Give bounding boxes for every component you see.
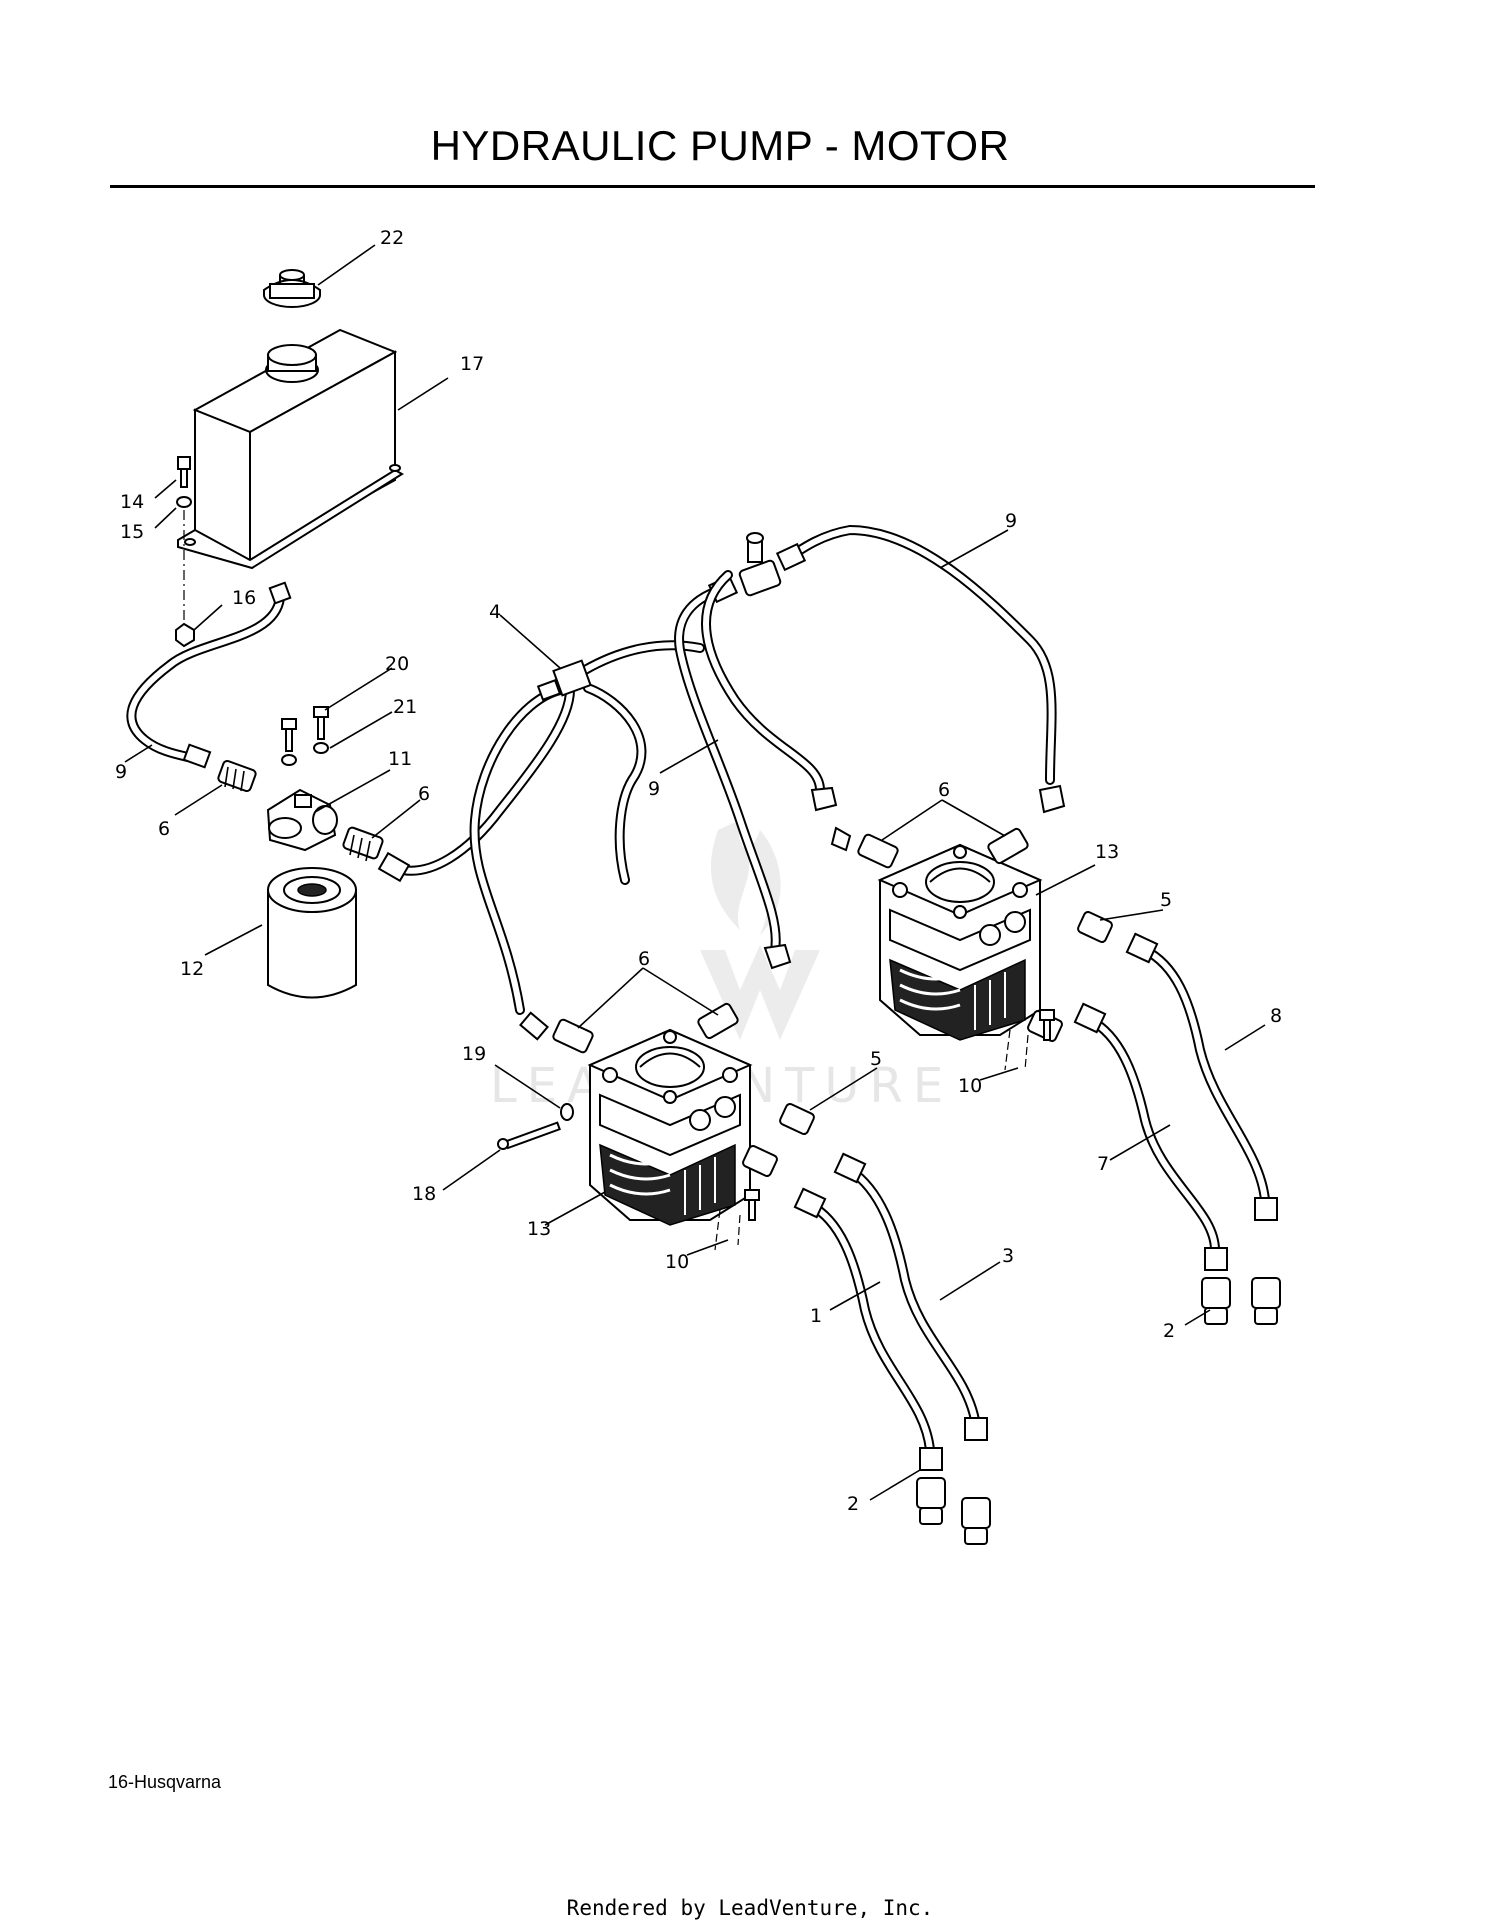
callout-6-right-pump: 6 xyxy=(938,779,950,801)
callout-8: 8 xyxy=(1270,1005,1282,1027)
callout-17: 17 xyxy=(460,353,484,375)
callout-labels: 22 17 14 15 16 9 6 20 21 11 6 12 4 9 9 6… xyxy=(115,227,1282,1515)
fitting-filter-outlet xyxy=(342,826,384,862)
reservoir-cap xyxy=(263,269,321,308)
hose-upper-right xyxy=(701,525,1066,814)
callout-5-left: 5 xyxy=(870,1048,882,1070)
callout-1: 1 xyxy=(810,1305,822,1327)
fittings-right-pump xyxy=(830,826,1029,869)
callout-5-right: 5 xyxy=(1160,889,1172,911)
title-rule xyxy=(110,185,1315,188)
callout-2-right: 2 xyxy=(1163,1320,1175,1342)
callout-21: 21 xyxy=(393,696,417,718)
callout-6-filter-in: 6 xyxy=(158,818,170,840)
bolt-right-pump xyxy=(1004,1009,1055,1071)
callout-18: 18 xyxy=(412,1183,436,1205)
callout-11: 11 xyxy=(388,748,412,770)
page-number-label: 16-Husqvarna xyxy=(108,1772,222,1792)
hose-filter-supply xyxy=(126,581,292,769)
end-fittings-right xyxy=(1201,1277,1281,1325)
elbow-fittings-left xyxy=(742,1103,815,1177)
filter-mount-bolts xyxy=(281,706,329,766)
callout-4: 4 xyxy=(489,601,501,623)
callout-10-right: 10 xyxy=(958,1075,982,1097)
callout-16: 16 xyxy=(232,587,256,609)
leader-lines xyxy=(124,244,1266,1501)
end-fittings-left xyxy=(916,1477,991,1545)
callout-7: 7 xyxy=(1097,1153,1109,1175)
hydraulic-pump-right xyxy=(877,843,1043,1041)
callout-6-filter-out: 6 xyxy=(418,783,430,805)
hydraulic-reservoir xyxy=(177,328,404,570)
filter-head xyxy=(266,788,338,852)
callout-9-center: 9 xyxy=(648,778,660,800)
callout-13-left: 13 xyxy=(527,1218,551,1240)
hoses-right-drive xyxy=(1073,932,1278,1271)
callout-22: 22 xyxy=(380,227,404,249)
callout-2-left: 2 xyxy=(847,1493,859,1515)
oil-filter xyxy=(267,867,357,999)
hydraulic-pump-left xyxy=(587,1028,753,1226)
callout-3: 3 xyxy=(1002,1245,1014,1267)
callout-10-left: 10 xyxy=(665,1251,689,1273)
callout-12: 12 xyxy=(180,958,204,980)
callout-15: 15 xyxy=(120,521,144,543)
callout-9-left: 9 xyxy=(115,761,127,783)
callout-14: 14 xyxy=(120,491,144,513)
hoses-left-drive xyxy=(793,1152,988,1471)
callout-20: 20 xyxy=(385,653,409,675)
bolt-left-pump xyxy=(714,1189,760,1251)
render-credit: Rendered by LeadVenture, Inc. xyxy=(566,1896,934,1920)
fitting-filter-inlet xyxy=(217,759,257,793)
callout-9-upper-right: 9 xyxy=(1005,510,1017,532)
pivot-pin xyxy=(497,1103,574,1150)
tee-hose xyxy=(377,640,705,1041)
callout-19: 19 xyxy=(462,1043,486,1065)
callout-13-right: 13 xyxy=(1095,841,1119,863)
mount-hardware xyxy=(175,456,195,648)
callout-6-left-pump: 6 xyxy=(638,948,650,970)
page-title: HYDRAULIC PUMP - MOTOR xyxy=(430,122,1010,169)
